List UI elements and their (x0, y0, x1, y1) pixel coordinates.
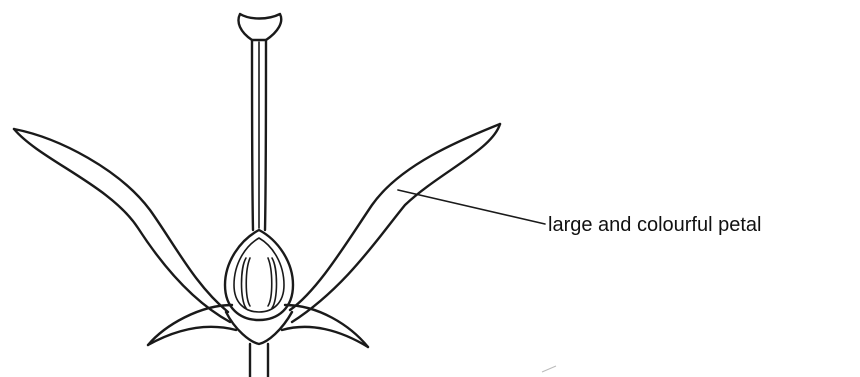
left-petal (14, 129, 230, 322)
pedicel (250, 344, 268, 377)
petal-label: large and colourful petal (548, 214, 761, 236)
scan-speck (542, 366, 556, 372)
right-sepal (282, 305, 368, 347)
ovary (225, 230, 293, 320)
petal-label-group: large and colourful petal (398, 190, 761, 236)
left-sepal (148, 305, 236, 345)
receptacle (226, 312, 292, 344)
right-petal (290, 124, 500, 322)
petal-label-pointer (398, 190, 545, 224)
stigma (239, 14, 282, 40)
style (252, 40, 266, 230)
